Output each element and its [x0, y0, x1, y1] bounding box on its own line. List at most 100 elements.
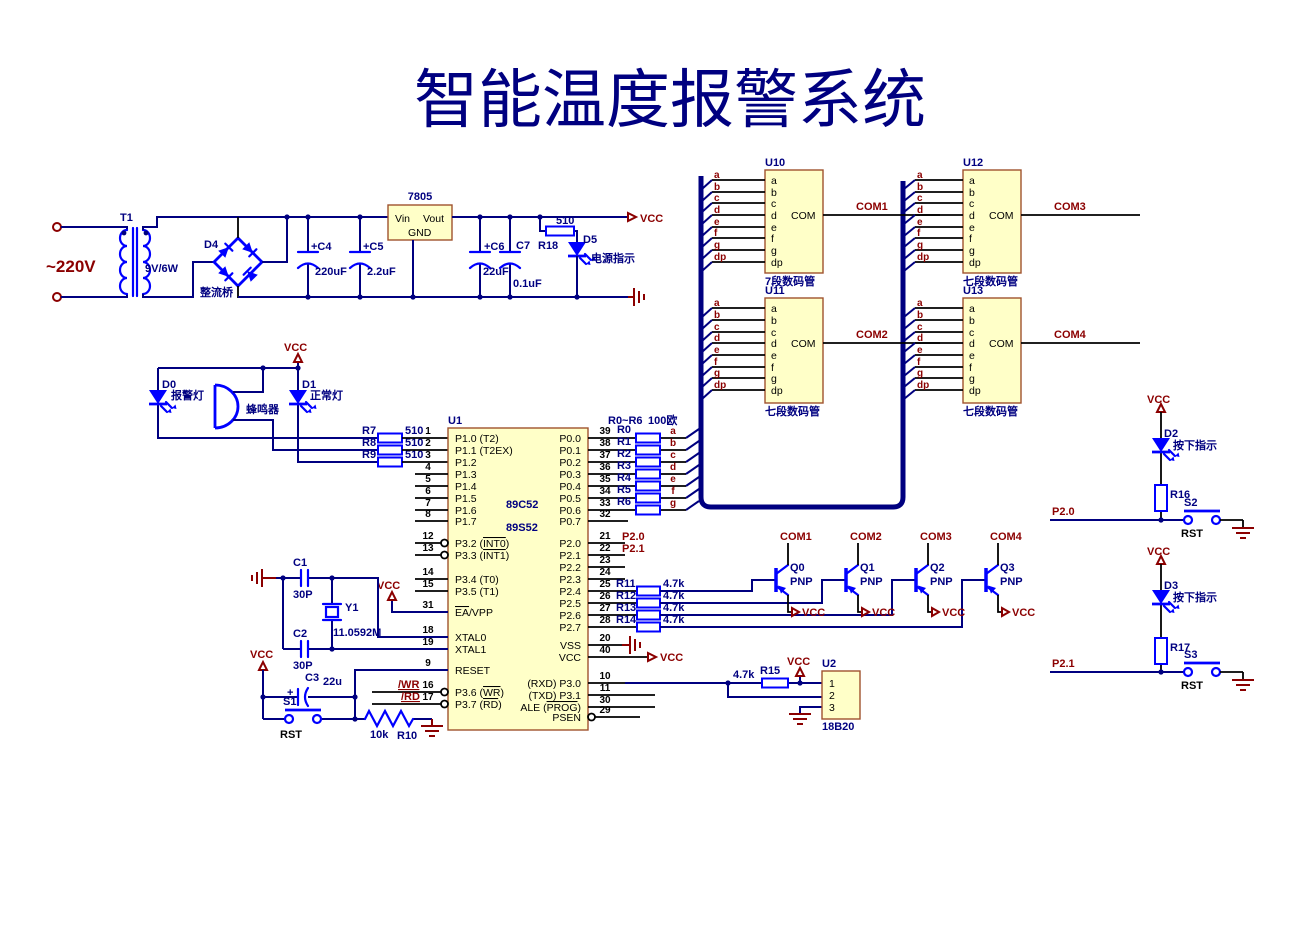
- vcc-arrow: [627, 211, 639, 223]
- sensor-section: 4.7k R15 VCC U2 1 2 3 18B20: [588, 656, 861, 733]
- pin-label: P2.2: [559, 562, 581, 574]
- pin-label: (TXD) P3.1: [528, 690, 581, 702]
- wire: [625, 676, 822, 714]
- pin-number: 13: [422, 543, 434, 554]
- display-body: [962, 169, 1022, 274]
- r16-body: [1154, 484, 1168, 512]
- polarity-plus: +: [287, 687, 293, 699]
- seg-net: c: [917, 322, 923, 333]
- d5-label: 电源指示: [591, 251, 635, 265]
- p21-net-label: P2.1: [622, 543, 645, 555]
- base-wires: [660, 579, 986, 628]
- r18-body: [545, 225, 575, 237]
- pin-label: b: [771, 187, 777, 199]
- r9-body: [377, 456, 403, 468]
- seg-net: b: [714, 310, 720, 321]
- c1-value: 30P: [293, 589, 313, 601]
- ac-terminal-top: [52, 222, 62, 232]
- pin-label: P0.2: [559, 457, 581, 469]
- vcc-arrow: [386, 589, 398, 601]
- pin-label: VSS: [560, 640, 581, 652]
- pin-number: 27: [599, 603, 611, 614]
- seg-net: d: [714, 333, 720, 344]
- pin-number: 9: [425, 658, 431, 669]
- pin-label: e: [771, 222, 777, 234]
- c5-ref: +C5: [363, 241, 384, 253]
- r7-value: 510: [405, 425, 423, 437]
- pin-number: 5: [425, 474, 431, 485]
- sensor-pin1: 1: [829, 678, 835, 690]
- seg-net: c: [917, 193, 923, 204]
- com-net-label: COM4: [1054, 329, 1087, 341]
- seg-net: f: [671, 486, 675, 497]
- pin-number: 31: [422, 600, 434, 611]
- transformer-core: [131, 226, 139, 298]
- pin-stubs: [712, 307, 765, 391]
- seg-net: c: [714, 193, 720, 204]
- pin-label: a: [969, 175, 975, 187]
- r-ref: R14: [616, 614, 637, 626]
- pin-number: 6: [425, 486, 431, 497]
- r10-value: 10k: [370, 729, 389, 741]
- sensor-pin3: 3: [829, 702, 835, 714]
- com-net-label: COM3: [920, 531, 952, 543]
- alarm-section: VCC D0 报警灯 蜂鸣器 D1 正常灯 R7 510 R8 510 R9 5…: [147, 342, 448, 468]
- wire: [233, 368, 378, 451]
- r9-value: 510: [405, 449, 423, 461]
- c4-ref: +C4: [311, 241, 332, 253]
- ac-terminal-bottom: [52, 292, 62, 302]
- pin-label: P1.4: [455, 481, 477, 493]
- seg-net: e: [917, 345, 923, 356]
- seg-net: a: [714, 170, 720, 181]
- pin-stubs: [588, 590, 637, 628]
- buzzer-symbol: [213, 383, 240, 430]
- pin-number: 23: [599, 555, 611, 566]
- transistor-q0: VCC COM1 Q0 PNP: [774, 531, 825, 619]
- r-ref: R5: [617, 484, 631, 496]
- wire: [402, 437, 448, 463]
- pin-number: 35: [599, 474, 611, 485]
- c3-value: 22u: [323, 676, 342, 688]
- wire: [157, 368, 378, 439]
- bridge-ref: D4: [204, 239, 219, 251]
- r-ref: R3: [617, 460, 631, 472]
- r-value: 4.7k: [663, 590, 685, 602]
- r15-ref: R15: [760, 665, 780, 677]
- d3-ref: D3: [1164, 580, 1178, 592]
- display-u10: U10 a b c d e f g dp a b c d e f g dp CO…: [701, 157, 940, 288]
- pin-label: P3.2 (INT0): [455, 538, 509, 550]
- vcc-label: VCC: [802, 607, 825, 619]
- pin-stubs: [372, 473, 448, 705]
- seg-net: b: [917, 310, 923, 321]
- c6-value: 22uF: [483, 266, 509, 278]
- seg-net: b: [670, 438, 676, 449]
- regulator-body: [387, 204, 453, 241]
- pin-label: d: [771, 338, 777, 350]
- seg-net: d: [714, 205, 720, 216]
- pin-label: e: [771, 350, 777, 362]
- pin-label: P2.1: [559, 550, 581, 562]
- seg-net: dp: [714, 380, 726, 391]
- r-ref: R2: [617, 448, 631, 460]
- pin-label: P2.7: [559, 622, 581, 634]
- pin-label: g: [969, 245, 975, 257]
- r16-ref: R16: [1170, 489, 1190, 501]
- y1-value: 11.0592M: [333, 627, 381, 639]
- seg-net: g: [714, 240, 720, 251]
- pin-label: RESET: [455, 665, 491, 677]
- seg-net: a: [714, 298, 720, 309]
- key-indicator-p20: VCC D2 按下指示 R16 P2.0 S2 RST: [1050, 394, 1254, 540]
- pin-label: d: [969, 338, 975, 350]
- d5-ref: D5: [583, 234, 597, 246]
- pin-label: P0.0: [559, 433, 581, 445]
- pin-label: XTAL0: [455, 632, 486, 644]
- s2-label: RST: [1181, 528, 1203, 540]
- seg-net: d: [917, 333, 923, 344]
- wire: [479, 217, 511, 297]
- wire: [1220, 519, 1244, 528]
- phase-dot: [143, 230, 149, 236]
- inversion-bubble: [440, 699, 449, 709]
- pin-number: 3: [425, 450, 431, 461]
- r15-body: [761, 677, 789, 689]
